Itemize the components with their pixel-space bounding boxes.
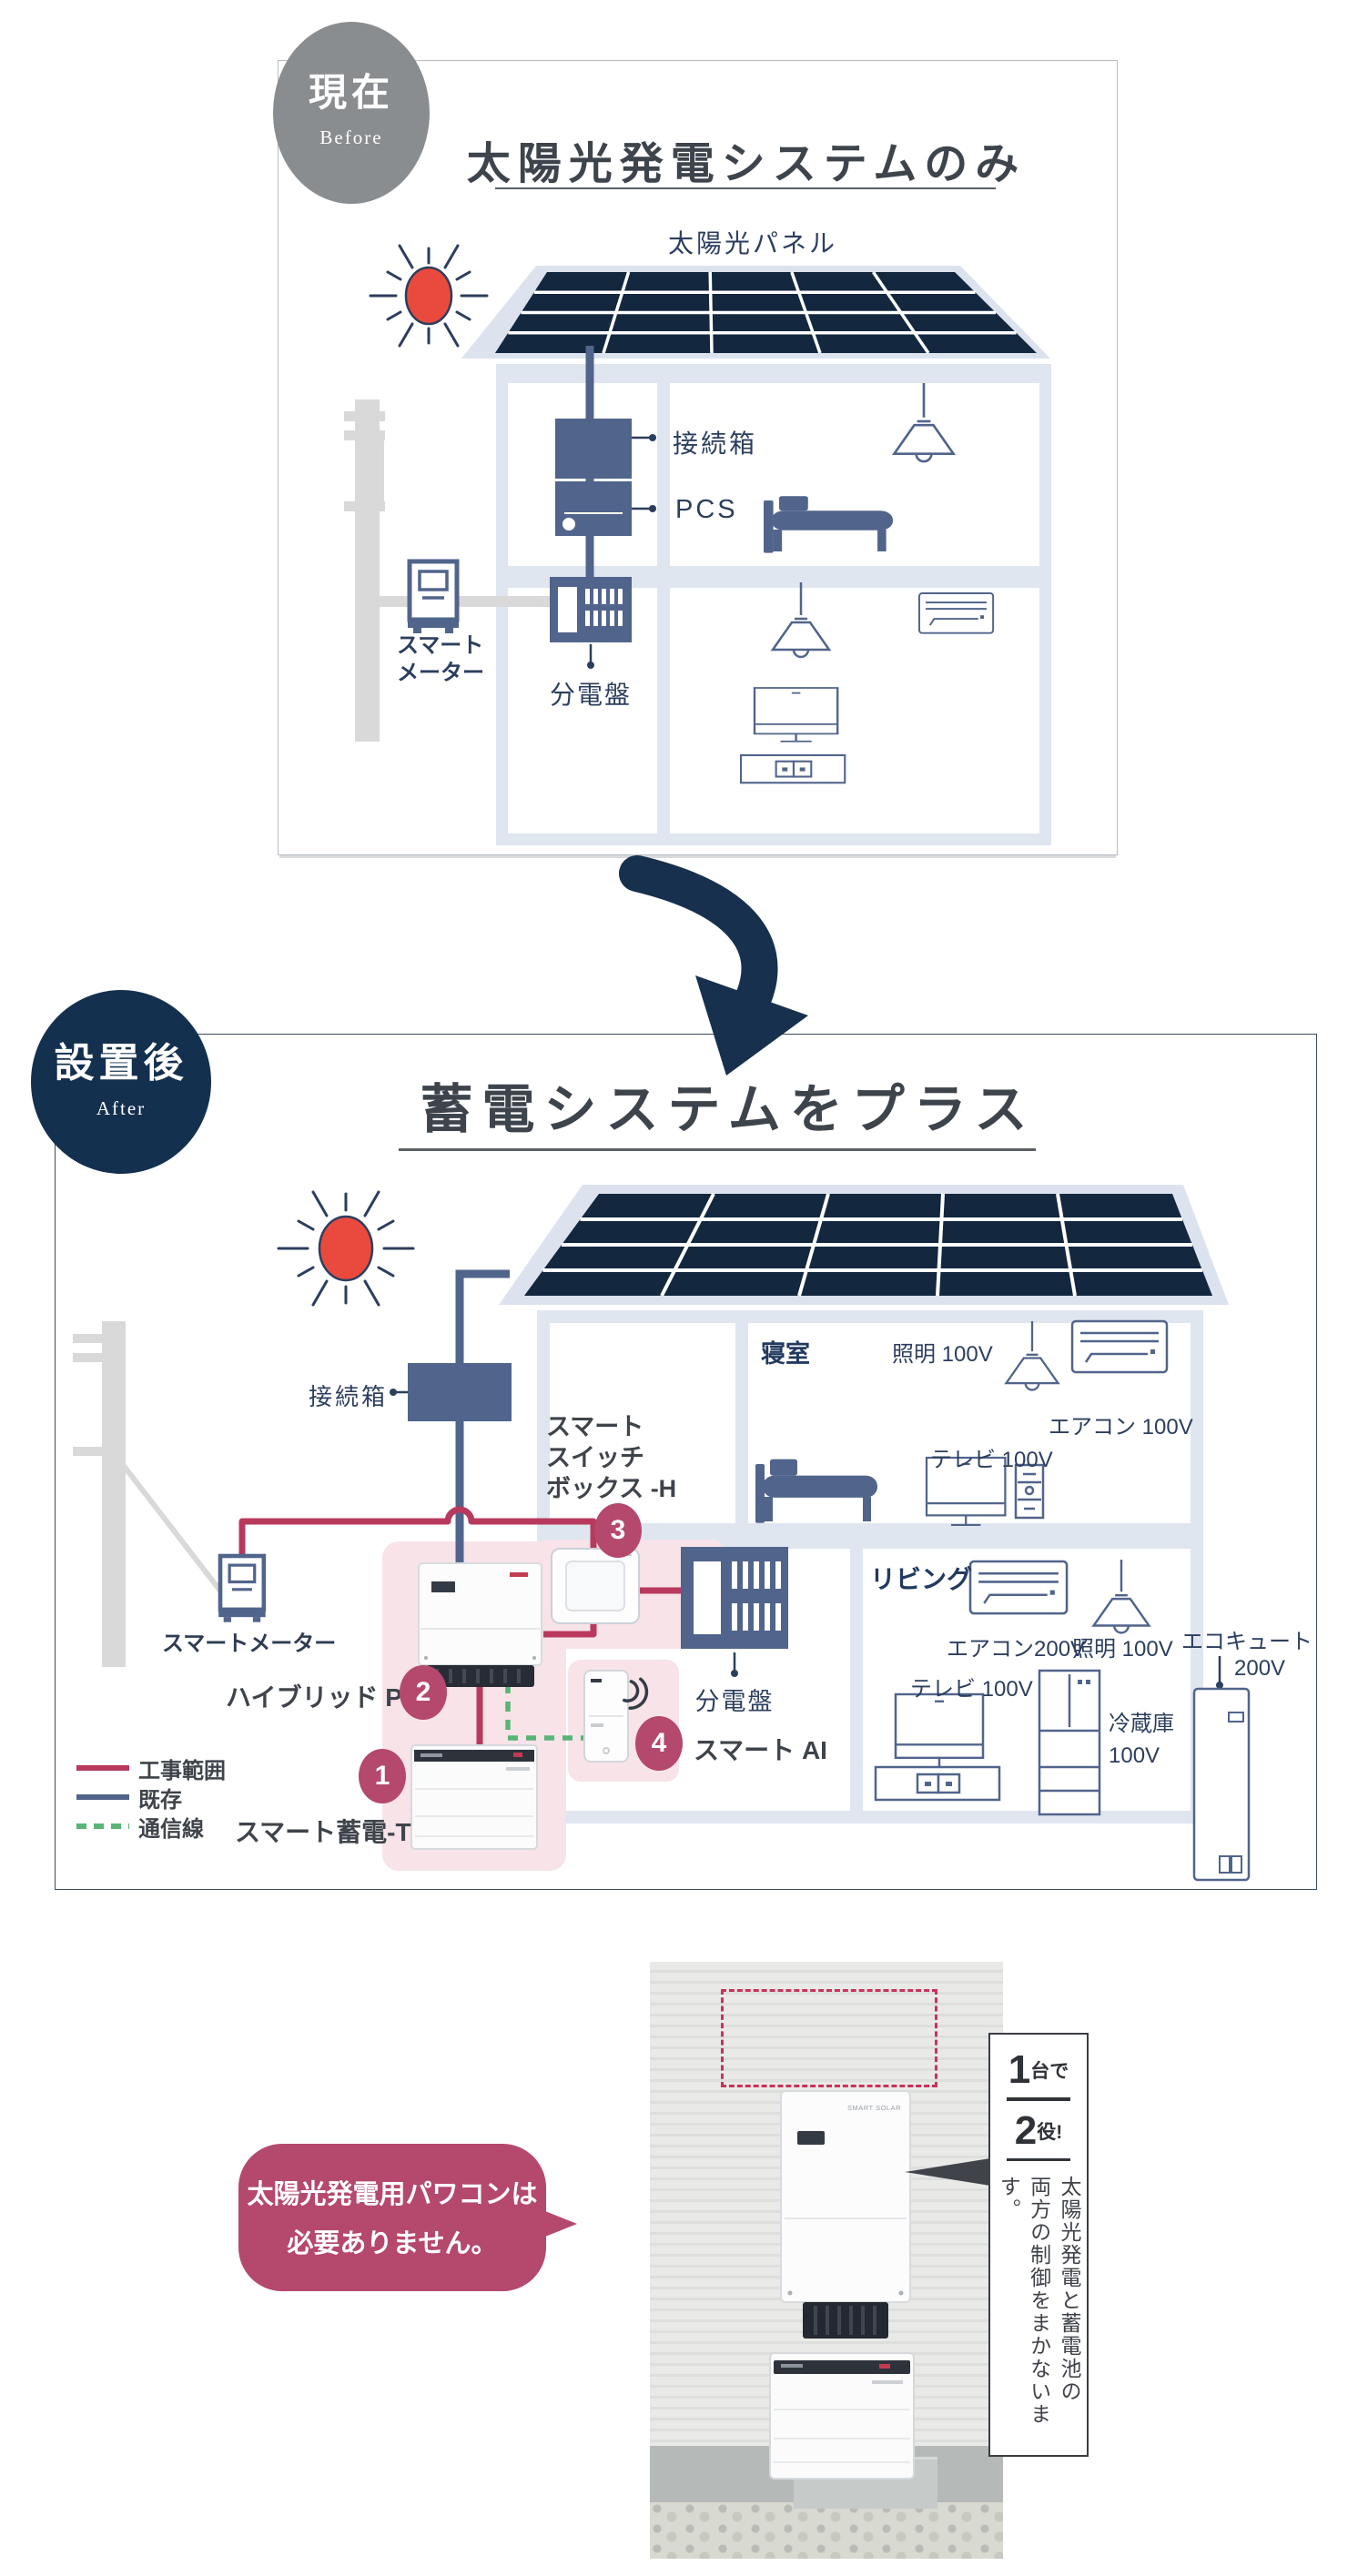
info-body-col2: 両方の制御をまかないます。 <box>997 2176 1051 2426</box>
before-title-underline <box>495 187 996 189</box>
switch-box-label-line1: スマート <box>546 1413 644 1440</box>
fridge-label-line1: 冷蔵庫 <box>1109 1712 1174 1736</box>
after-badge: 設置後 After <box>31 990 211 1174</box>
after-junction-label: 接続箱 <box>308 1383 388 1410</box>
device-logo-text: SMART SOLAR <box>847 2104 901 2112</box>
before-meter-label: スマート メーター <box>397 632 484 687</box>
ecocute-label-line1: エコキュート <box>1181 1630 1312 1654</box>
removed-pawakon-outline <box>721 1989 937 2087</box>
before-room-living <box>670 588 1039 833</box>
after-badge-label: 設置後 <box>54 1041 188 1086</box>
living-aircon-label: エアコン200V <box>947 1637 1086 1662</box>
ecocute-label-line2: 200V <box>1234 1656 1286 1681</box>
living-tv-label: テレビ 100V <box>910 1677 1033 1702</box>
info-head2-underline <box>1007 2157 1070 2161</box>
badge-4: 4 <box>635 1716 683 1771</box>
before-room-bedroom <box>670 383 1039 566</box>
before-meter-label-line2: メーター <box>397 661 484 685</box>
living-light-label: 照明 100V <box>1072 1637 1173 1662</box>
legend-label-existing: 既存 <box>138 1788 182 1813</box>
info-head1-num: 1 <box>1008 2047 1031 2092</box>
info-head2-suffix: 役! <box>1037 2121 1063 2143</box>
legend-label-construction: 工事範囲 <box>138 1759 226 1783</box>
before-junction-label: 接続箱 <box>673 429 758 458</box>
bedroom-tv-label: テレビ 100V <box>930 1448 1053 1472</box>
bedroom-light-label: 照明 100V <box>892 1342 993 1367</box>
after-badge-sublabel: After <box>96 1097 147 1119</box>
info-body-vertical-text: 太陽光発電と蓄電池の 両方の制御をまかないます。 <box>993 2176 1084 2460</box>
info-box-arrow-icon <box>905 2158 990 2186</box>
hybrid-pcs-label: ハイブリッド PCS <box>226 1683 438 1712</box>
living-name: リビング <box>870 1565 973 1593</box>
switch-box-label-line3: ボックス -H <box>546 1474 677 1502</box>
info-body-col1: 太陽光発電と蓄電池の <box>1058 2176 1082 2403</box>
switch-box-label: スマート スイッチ ボックス -H <box>546 1412 676 1504</box>
after-room-upper-left <box>550 1323 735 1523</box>
speech-bubble: 太陽光発電用パワコンは 必要ありません。 <box>238 2144 577 2291</box>
switch-box-label-line2: スイッチ <box>546 1443 644 1471</box>
info-head-2: 2役! <box>990 2107 1087 2161</box>
fridge-label-line2: 100V <box>1109 1743 1160 1768</box>
before-badge-sublabel: Before <box>319 126 383 148</box>
smart-ai-label: スマート AI <box>694 1736 827 1764</box>
battery-label: スマート蓄電-T <box>235 1818 411 1846</box>
bubble-line2: 必要ありません。 <box>287 2228 498 2258</box>
highlight-switch-box <box>533 1540 726 1649</box>
badge-2: 2 <box>400 1665 447 1720</box>
before-badge: 現在 Before <box>273 22 430 204</box>
before-badge-label: 現在 <box>308 71 394 114</box>
after-title: 蓄電システムをプラス <box>420 1080 1037 1139</box>
info-head-1: 1台で <box>990 2047 1087 2101</box>
info-head2-num: 2 <box>1014 2107 1038 2153</box>
before-pcs-label: PCS <box>675 495 738 524</box>
photo-battery-pedestal <box>794 2457 937 2509</box>
bubble-line1: 太陽光発電用パワコンは <box>247 2180 538 2209</box>
photo-gravel <box>650 2502 1003 2559</box>
bedroom-aircon-label: エアコン 100V <box>1049 1415 1193 1440</box>
before-panel-label: 太陽光パネル <box>667 229 837 258</box>
badge-1: 1 <box>359 1749 406 1803</box>
badge-3: 3 <box>594 1503 642 1558</box>
info-head1-underline <box>1007 2097 1070 2101</box>
after-title-underline <box>399 1148 1036 1151</box>
info-head1-suffix: 台で <box>1030 2061 1069 2082</box>
info-box: 1台で 2役! 太陽光発電と蓄電池の 両方の制御をまかないます。 <box>905 2033 1089 2460</box>
bedroom-name: 寝室 <box>761 1340 810 1368</box>
before-meter-label-line1: スマート <box>397 633 484 658</box>
legend-label-communication: 通信線 <box>138 1817 204 1842</box>
before-title: 太陽光発電システムのみ <box>466 140 1027 188</box>
after-distribution-label: 分電盤 <box>694 1688 775 1715</box>
legend-swatch-communication <box>76 1823 129 1829</box>
before-distribution-label: 分電盤 <box>549 681 632 709</box>
after-meter-label: スマートメーター <box>162 1631 337 1656</box>
before-room-upper-left <box>508 383 657 566</box>
legend-swatch-construction <box>76 1765 129 1771</box>
legend-swatch-existing <box>76 1794 129 1800</box>
